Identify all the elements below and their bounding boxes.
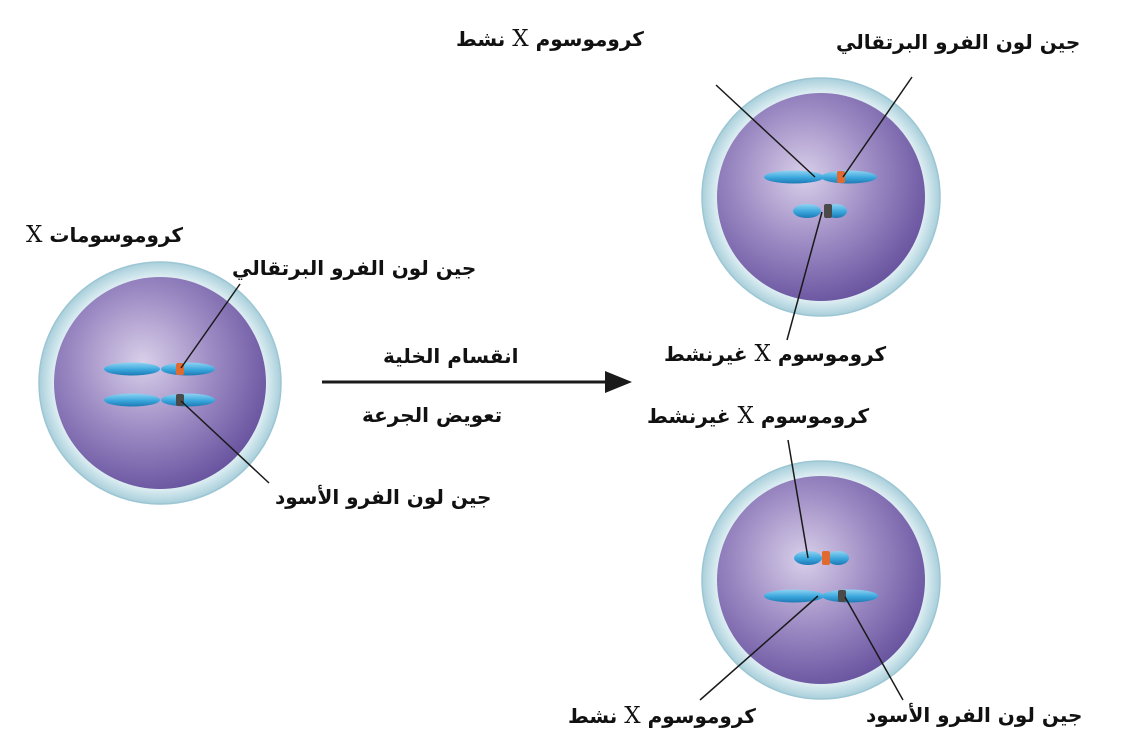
chromosome-arm bbox=[764, 590, 824, 603]
x-letter: X bbox=[738, 403, 754, 429]
bottom-active-x-label: كروموسوم X نشط bbox=[568, 705, 756, 728]
label-text: نشط bbox=[456, 27, 505, 51]
dosage-compensation-label: تعويض الجرعة bbox=[362, 405, 502, 425]
left-black-gene-label: جين لون الفرو الأسود bbox=[275, 487, 491, 507]
chromosome-arm bbox=[822, 590, 878, 603]
top-cell-nucleus bbox=[717, 93, 925, 301]
black-gene-band bbox=[176, 394, 184, 406]
x-letter: X bbox=[26, 222, 42, 248]
bottom-cell-nucleus bbox=[717, 476, 925, 684]
left-cell-nucleus bbox=[54, 277, 266, 489]
label-text: غيرنشط bbox=[647, 404, 731, 428]
label-text: كروموسوم bbox=[648, 704, 756, 728]
chromosome-arm bbox=[793, 204, 821, 218]
top-right-cell bbox=[702, 77, 940, 340]
chromosome-arm bbox=[161, 394, 215, 407]
division-arrow bbox=[322, 371, 632, 393]
chromosome-arm bbox=[104, 394, 160, 407]
label-text: غيرنشط bbox=[664, 342, 748, 366]
x-letter: X bbox=[624, 703, 640, 729]
top-orange-gene-label: جين لون الفرو البرتقالي bbox=[836, 32, 1080, 52]
black-gene-band bbox=[838, 590, 846, 602]
bottom-black-gene-label: جين لون الفرو الأسود bbox=[866, 705, 1082, 725]
bottom-inactive-x-label: كروموسوم X غيرنشط bbox=[647, 405, 869, 428]
x-chromosomes-label: كروموسومات X bbox=[26, 224, 183, 247]
orange-gene-band bbox=[822, 551, 830, 565]
bottom-right-cell bbox=[700, 440, 940, 700]
top-active-x-label: كروموسوم X نشط bbox=[456, 28, 644, 51]
x-letter: X bbox=[512, 26, 528, 52]
label-text: كروموسوم bbox=[761, 404, 869, 428]
black-gene-band bbox=[824, 204, 832, 218]
chromosome-arm bbox=[821, 171, 877, 184]
chromosome-arm bbox=[161, 363, 215, 376]
label-text: كروموسوم bbox=[778, 342, 886, 366]
left-orange-gene-label: جين لون الفرو البرتقالي bbox=[232, 258, 476, 278]
top-inactive-x-label: كروموسوم X غيرنشط bbox=[664, 343, 886, 366]
label-text: كروموسوم bbox=[536, 27, 644, 51]
label-text: نشط bbox=[568, 704, 617, 728]
chromosome-arm bbox=[827, 551, 849, 565]
cell-division-label: انقسام الخلية bbox=[383, 346, 518, 366]
arrow-head bbox=[605, 371, 632, 393]
x-letter: X bbox=[755, 341, 771, 367]
left-cell bbox=[39, 262, 281, 504]
label-text: كروموسومات bbox=[49, 223, 183, 247]
chromosome-arm bbox=[104, 363, 160, 376]
